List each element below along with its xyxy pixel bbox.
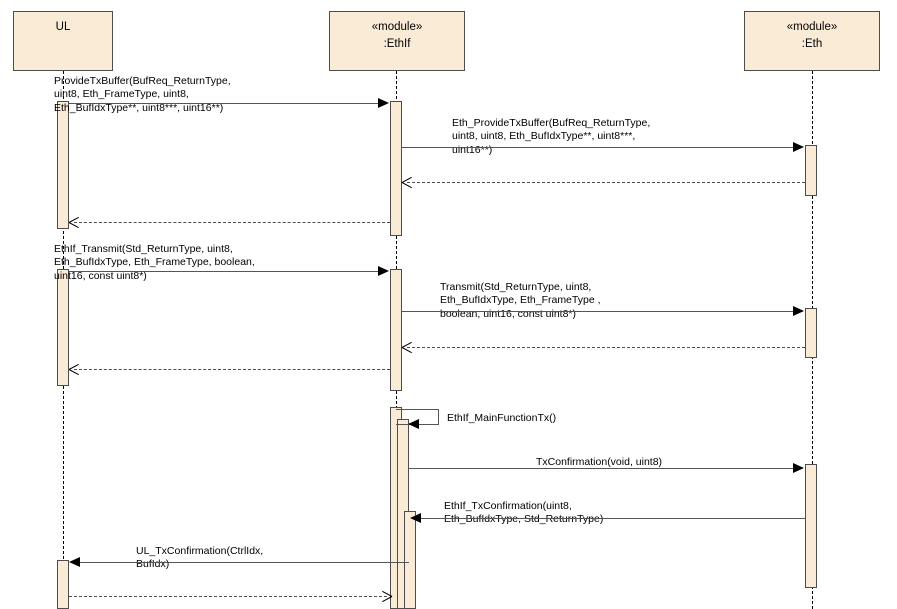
activation-ul-1: [57, 101, 69, 229]
activation-eth-2: [805, 308, 817, 358]
message-arrowhead-m4: [69, 217, 80, 228]
message-arrowhead-m3: [402, 177, 413, 188]
message-line-m12[interactable]: [80, 562, 409, 563]
message-line-m13[interactable]: [69, 596, 387, 597]
lifeline-head-ethif[interactable]: «module» :EthIf: [329, 11, 465, 71]
message-label-m1: ProvideTxBuffer(BufReq_ReturnType, uint8…: [54, 75, 231, 114]
activation-ul-2: [57, 269, 69, 386]
message-label-m12: UL_TxConfirmation(CtrlIdx, BufIdx): [136, 545, 264, 571]
message-arrowhead-m8: [69, 364, 80, 375]
message-line-m3[interactable]: [407, 182, 805, 183]
lifeline-name-ul: UL: [55, 21, 71, 33]
message-label-m9: EthIf_MainFunctionTx(): [447, 412, 557, 424]
message-line-m4[interactable]: [74, 222, 390, 223]
message-arrowhead-m1: [378, 98, 389, 108]
message-arrowhead-m11: [410, 513, 421, 523]
message-arrowhead-m12: [69, 557, 80, 567]
message-arrowhead-m2: [793, 142, 804, 152]
message-line-m2[interactable]: [402, 147, 795, 148]
lifeline-stereotype-eth: «module»: [786, 21, 838, 33]
message-label-m6: Transmit(Std_ReturnType, uint8, Eth_BufI…: [440, 281, 601, 320]
message-label-m5: EthIf_Transmit(Std_ReturnType, uint8, Et…: [54, 243, 255, 282]
message-arrowhead-m6: [793, 306, 804, 316]
message-arrowhead-m5: [378, 266, 389, 276]
message-label-m2: Eth_ProvideTxBuffer(BufReq_ReturnType, u…: [452, 117, 651, 156]
lifeline-head-ul[interactable]: UL: [13, 11, 113, 71]
message-line-m5[interactable]: [69, 271, 380, 272]
message-label-m10: TxConfirmation(void, uint8): [536, 456, 663, 468]
message-label-m11: EthIf_TxConfirmation(uint8, Eth_BufIdxTy…: [444, 500, 604, 526]
message-line-m10[interactable]: [409, 468, 795, 469]
message-line-m1[interactable]: [69, 103, 380, 104]
message-arrowhead-m10: [793, 463, 804, 473]
activation-ethif-1: [390, 101, 402, 236]
activation-ethif-2: [390, 269, 402, 391]
message-line-m6[interactable]: [402, 311, 795, 312]
message-line-m8[interactable]: [74, 369, 390, 370]
activation-ul-3: [57, 560, 69, 609]
lifeline-stereotype-ethif: «module»: [371, 21, 423, 33]
activation-ethif-5: [404, 511, 416, 609]
message-line-m7[interactable]: [407, 347, 805, 348]
lifeline-name-ethif: :EthIf: [383, 37, 411, 50]
lifeline-head-eth[interactable]: «module» :Eth: [744, 11, 880, 71]
activation-eth-3: [805, 464, 817, 588]
lifeline-name-eth: :Eth: [801, 37, 823, 50]
message-arrowhead-m9: [408, 419, 419, 429]
activation-eth-1: [805, 145, 817, 196]
message-arrowhead-m7: [402, 342, 413, 353]
message-arrowhead-m13: [381, 591, 392, 602]
message-line-m11[interactable]: [421, 518, 805, 519]
